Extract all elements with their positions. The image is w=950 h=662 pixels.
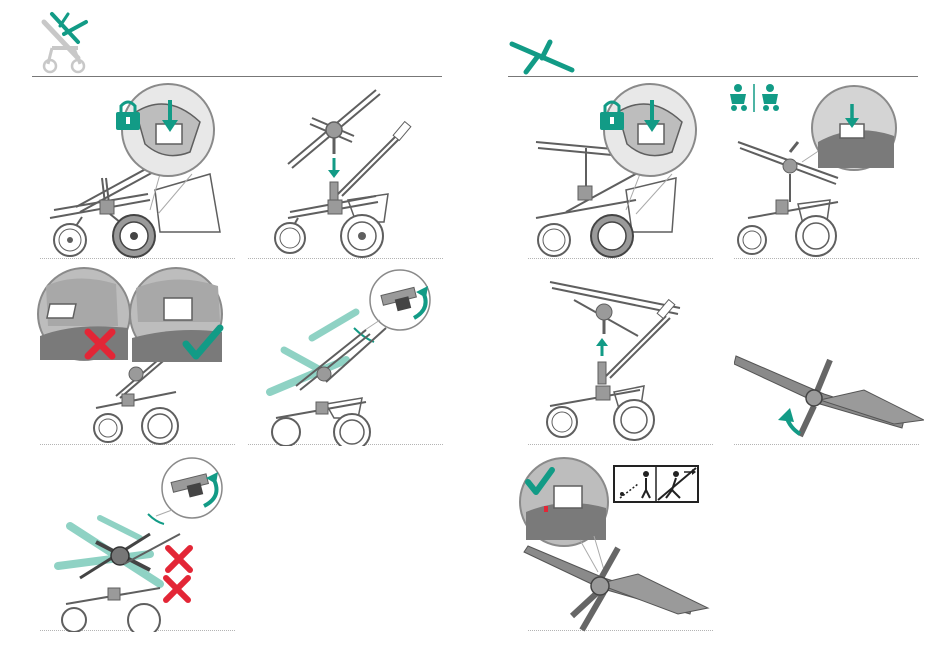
panel-baseline [734,444,919,445]
step-panel-right-5 [518,456,718,634]
warning-sign-icon [614,466,698,502]
flat-frame-icon [508,36,576,78]
header-rule-right [508,76,918,77]
step-panel-left-2 [248,82,448,260]
step-panel-left-3 [36,266,236,446]
header-rule-left [32,76,442,77]
step-panel-left-5 [40,454,240,632]
step-panel-right-1 [526,82,726,260]
step-panel-left-4 [246,268,446,446]
step-panel-right-2 [728,82,928,260]
step-panel-right-3 [530,270,730,448]
step-panel-right-4 [734,350,924,444]
step-panel-left-1 [40,82,240,260]
wrong-x-icon [168,548,190,570]
facing-direction-icons [730,84,779,112]
wrong-x-icon [166,578,188,600]
stroller-recline-icon [38,8,94,74]
